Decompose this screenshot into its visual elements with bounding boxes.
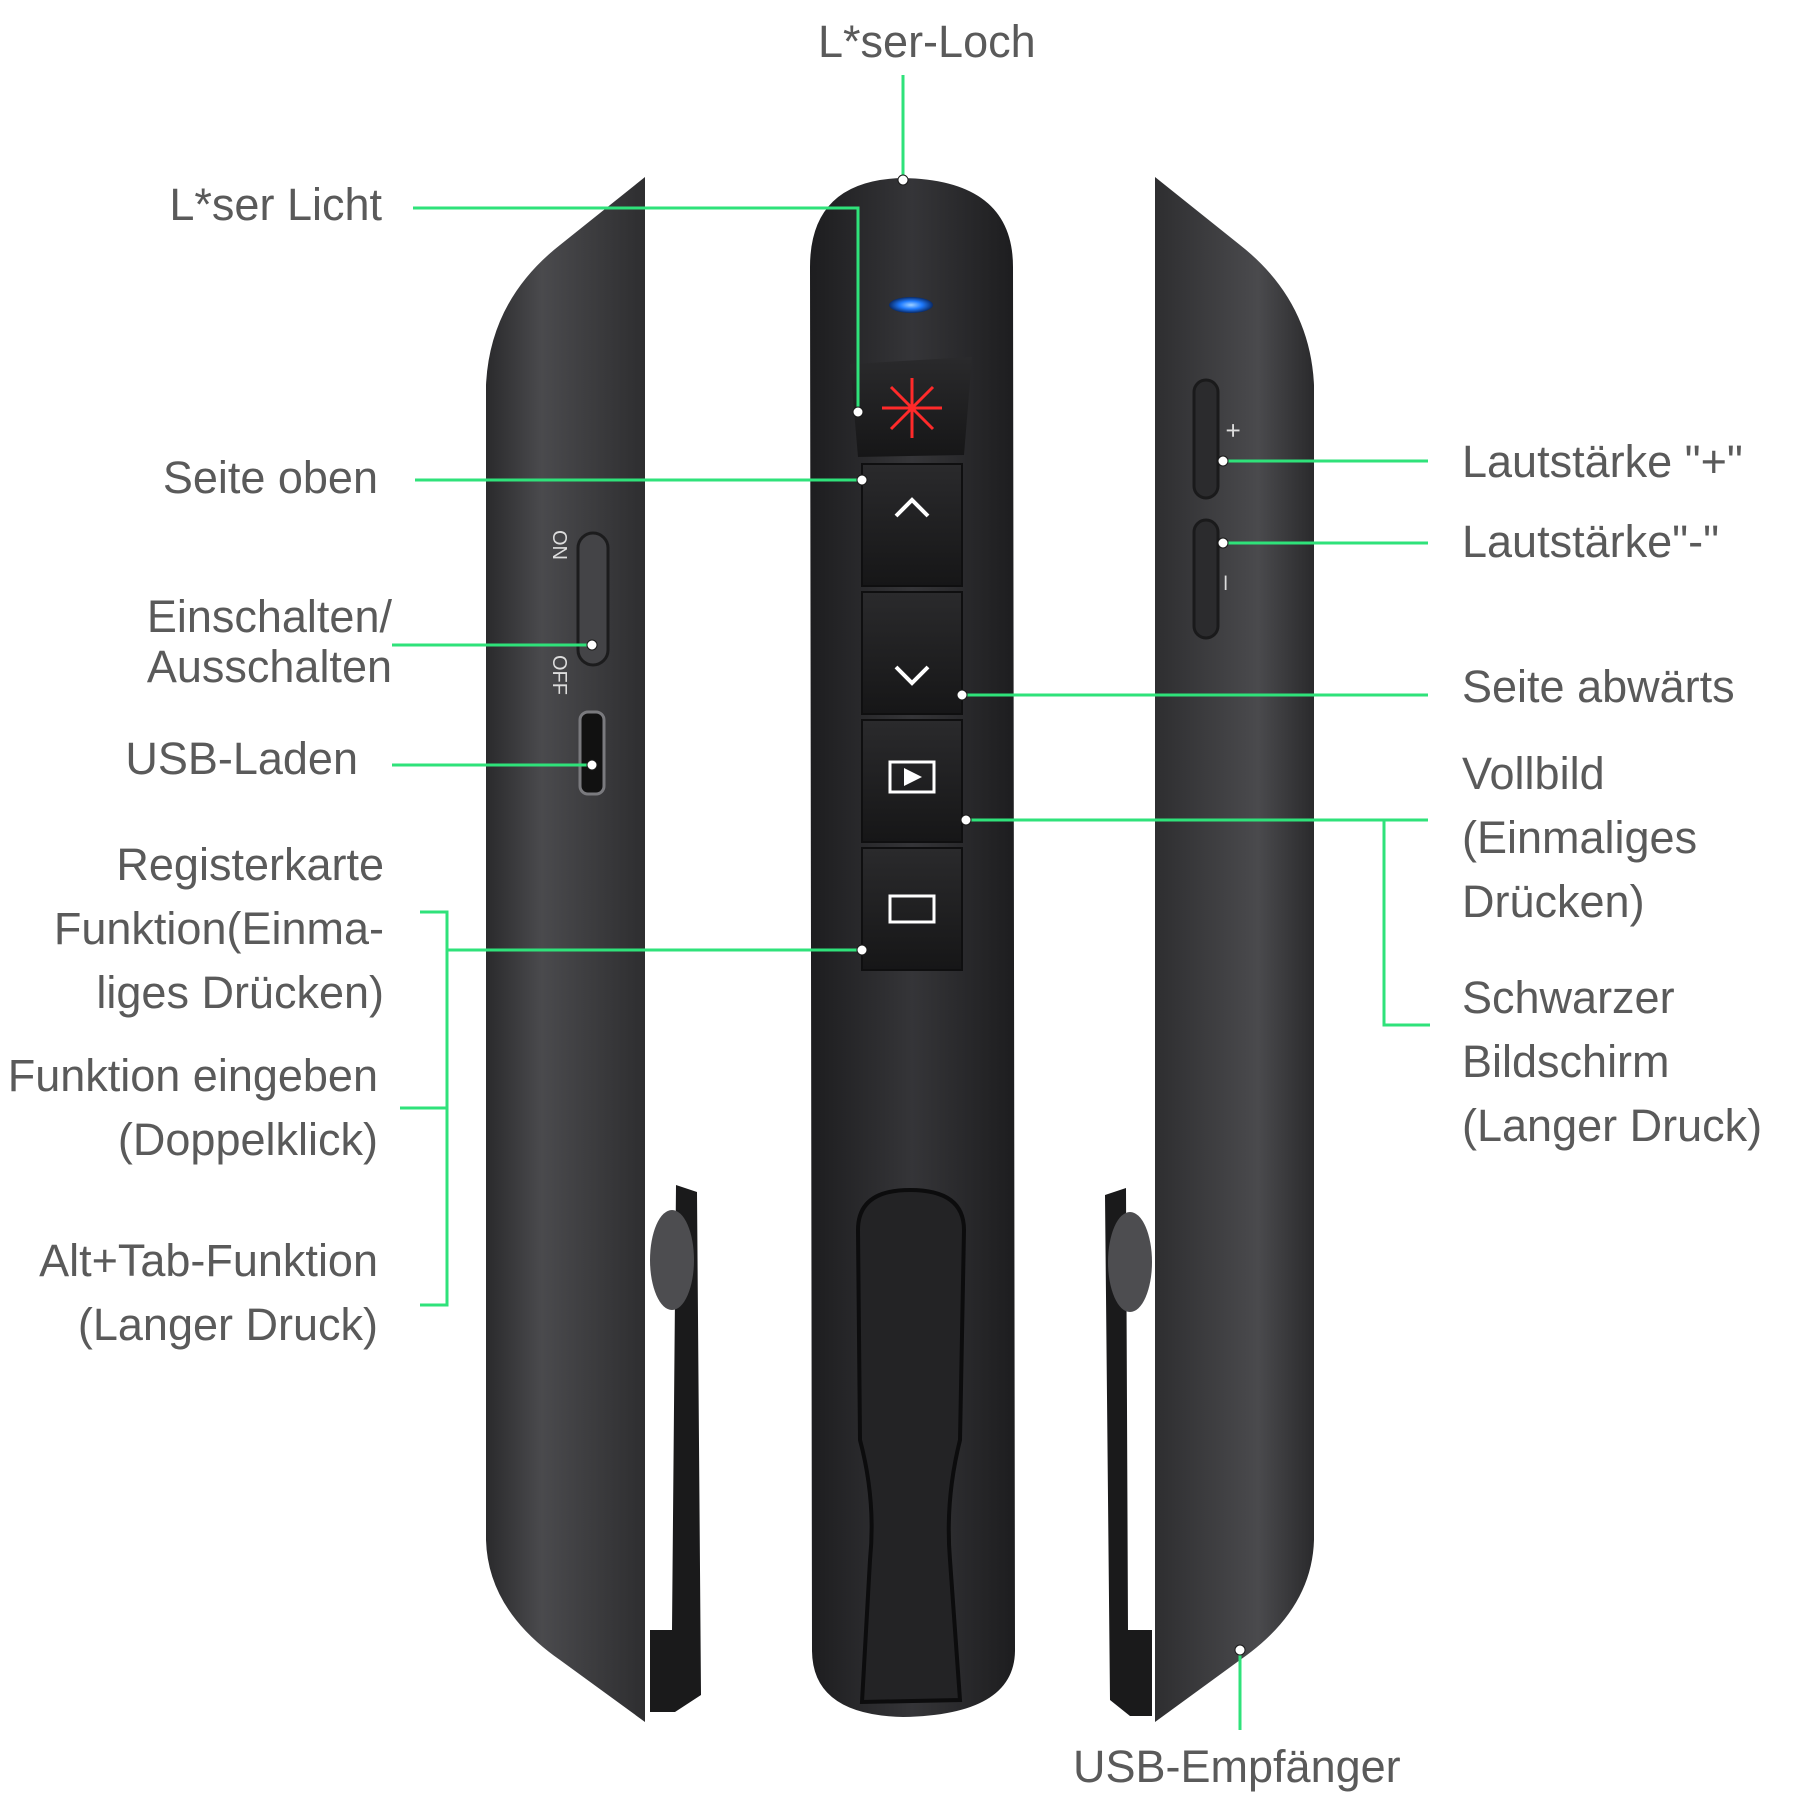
label-power: Einschalten/ Ausschalten	[60, 592, 392, 692]
label-black-screen: Schwarzer Bildschirm (Langer Druck)	[1462, 966, 1762, 1158]
label-black-line3: (Langer Druck)	[1462, 1100, 1763, 1151]
label-black-line1: Schwarzer	[1462, 972, 1675, 1023]
label-tab-line2: Funktion(Einma-	[53, 903, 384, 954]
label-enter-line2: (Doppelklick)	[117, 1114, 378, 1165]
front-clip	[855, 1187, 967, 1705]
label-page-down: Seite abwärts	[1462, 661, 1735, 712]
label-full-line1: Vollbild	[1462, 748, 1605, 799]
right-body	[1155, 177, 1314, 1722]
status-led	[889, 297, 933, 313]
left-clip	[650, 1185, 701, 1712]
label-laser-hole: L*ser-Loch	[818, 16, 1036, 67]
label-page-up: Seite oben	[162, 452, 378, 503]
label-power-line2: Ausschalten	[146, 641, 392, 692]
rectangle-icon	[888, 894, 936, 924]
minus-icon: –	[1208, 575, 1238, 590]
callout-laser-light	[413, 206, 860, 412]
label-volume-down: Lautstärke"-"	[1462, 516, 1720, 567]
page-up-button[interactable]	[861, 463, 963, 587]
page-down-button[interactable]	[861, 591, 963, 715]
label-fullscreen: Vollbild (Einmaliges Drücken)	[1462, 742, 1697, 934]
label-tab-line3: liges Drücken)	[96, 967, 384, 1018]
play-box-icon	[888, 760, 936, 794]
label-power-line1: Einschalten/	[146, 591, 392, 642]
power-switch[interactable]	[576, 531, 610, 667]
label-enter-function: Funktion eingeben (Doppelklick)	[0, 1044, 378, 1172]
volume-up-button[interactable]: +	[1192, 378, 1248, 500]
callout-dots	[586, 174, 1246, 1656]
label-volume-up: Lautstärke "+"	[1462, 436, 1743, 487]
switch-on-label: ON	[548, 530, 570, 560]
label-tab-function: Registerkarte Funktion(Einma- liges Drüc…	[20, 833, 384, 1025]
label-usb-receiver: USB-Empfänger	[1073, 1741, 1401, 1792]
callout-lines	[392, 75, 1430, 1730]
right-clip-hinge	[1108, 1212, 1152, 1312]
label-full-line2: (Einmaliges	[1462, 812, 1698, 863]
label-alttab-line2: (Langer Druck)	[77, 1299, 378, 1350]
right-clip	[1105, 1188, 1152, 1716]
label-enter-line1: Funktion eingeben	[7, 1050, 378, 1101]
label-alttab-function: Alt+Tab-Funktion (Langer Druck)	[0, 1229, 378, 1357]
callout-black-screen	[1382, 820, 1430, 1027]
front-view	[810, 178, 1015, 1717]
laser-burst-icon	[882, 378, 942, 438]
usb-port[interactable]	[578, 710, 606, 796]
label-laser-light: L*ser Licht	[169, 179, 382, 230]
chevron-up-icon	[894, 497, 930, 518]
volume-down-button[interactable]: –	[1192, 518, 1238, 640]
fullscreen-button[interactable]	[861, 719, 963, 843]
right-side-view: + –	[1105, 177, 1314, 1722]
left-clip-hinge	[650, 1210, 694, 1310]
label-black-line2: Bildschirm	[1462, 1036, 1670, 1087]
label-usb-charge: USB-Laden	[125, 733, 358, 784]
label-full-line3: Drücken)	[1462, 876, 1645, 927]
label-alttab-line1: Alt+Tab-Funktion	[39, 1235, 378, 1286]
label-tab-line1: Registerkarte	[116, 839, 384, 890]
switch-off-label: OFF	[548, 655, 570, 695]
chevron-down-icon	[894, 665, 930, 686]
black-screen-button[interactable]	[861, 847, 963, 971]
plus-icon: +	[1218, 423, 1248, 438]
laser-button[interactable]	[850, 357, 972, 457]
